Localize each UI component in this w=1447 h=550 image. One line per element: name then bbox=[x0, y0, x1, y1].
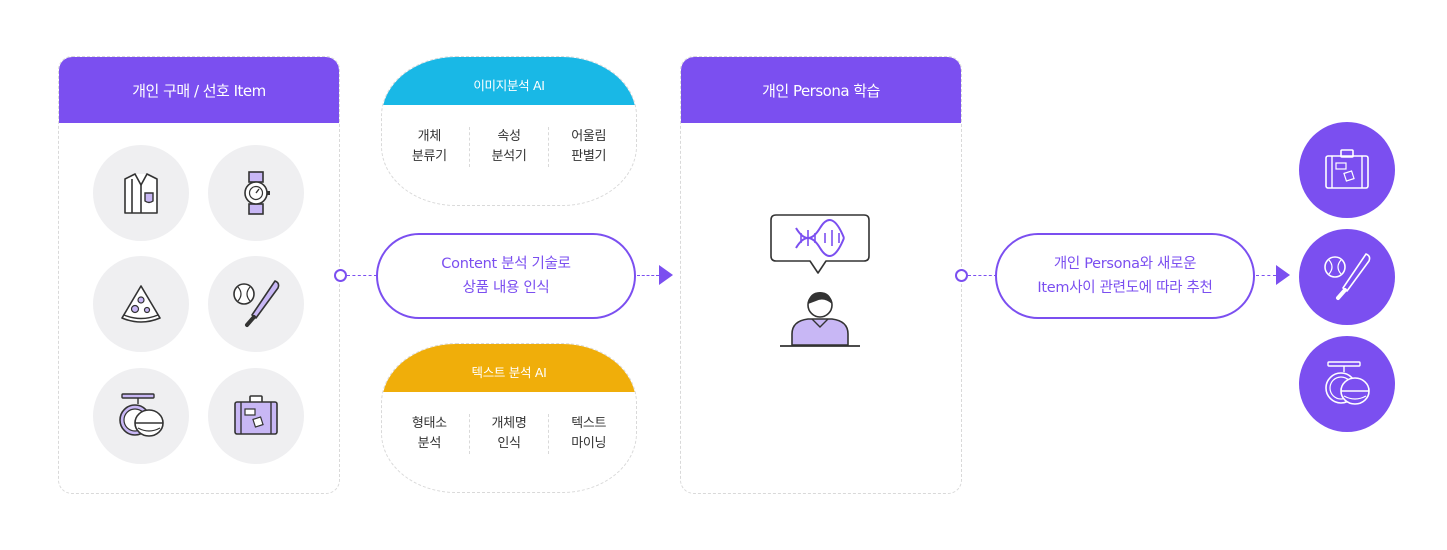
compact-icon bbox=[119, 393, 164, 437]
watch-icon bbox=[244, 171, 270, 215]
connector-line-1 bbox=[347, 275, 377, 276]
connector-line-4 bbox=[1256, 275, 1276, 276]
recommend-pill-line1: 개인 Persona와 새로운 bbox=[1053, 256, 1197, 272]
image-ai-items: 개체 분류기 속성 분석기 어울림 판별기 bbox=[390, 125, 628, 169]
result-baseball-circle bbox=[1299, 229, 1395, 325]
ai-item-line: 마이닝 bbox=[571, 436, 607, 451]
persona-panel-title: 개인 Persona 학습 bbox=[762, 81, 880, 100]
arrow-right-icon bbox=[1276, 265, 1290, 285]
ai-item-line: 분석 bbox=[417, 436, 442, 451]
items-panel-header: 개인 구매 / 선호 Item bbox=[59, 57, 339, 123]
ai-item-line: 개체명 bbox=[491, 416, 527, 431]
connector-node-1 bbox=[334, 269, 347, 282]
baseball-icon bbox=[233, 280, 280, 327]
connector-node-2 bbox=[955, 269, 968, 282]
ai-item-line: 속성 bbox=[497, 129, 521, 144]
image-ai-item: 어울림 판별기 bbox=[549, 127, 628, 167]
content-pill-line1: Content 분석 기술로 bbox=[441, 256, 571, 272]
persona-panel-header: 개인 Persona 학습 bbox=[681, 57, 961, 123]
connector-line-3 bbox=[968, 275, 997, 276]
dna-speech-icon bbox=[770, 214, 870, 274]
image-ai-header: 이미지분석 AI bbox=[382, 57, 636, 105]
suitcase-icon bbox=[1325, 149, 1369, 189]
ai-item-line: 어울림 bbox=[571, 129, 607, 144]
ai-item-line: 분류기 bbox=[411, 149, 447, 164]
text-ai-title: 텍스트 분석 AI bbox=[471, 365, 547, 380]
arrow-right-icon bbox=[659, 265, 673, 285]
text-ai-module: 텍스트 분석 AI 형태소 분석 개체명 인식 텍스트 마이닝 bbox=[381, 343, 637, 493]
text-ai-item: 텍스트 마이닝 bbox=[549, 414, 628, 454]
image-ai-item: 개체 분류기 bbox=[390, 127, 469, 167]
image-ai-module: 이미지분석 AI 개체 분류기 속성 분석기 어울림 판별기 bbox=[381, 56, 637, 206]
image-ai-title: 이미지분석 AI bbox=[473, 78, 545, 93]
ai-divider bbox=[468, 414, 470, 454]
watch-icon-circle bbox=[208, 145, 304, 241]
text-ai-item: 개체명 인식 bbox=[470, 414, 549, 454]
content-analysis-pill: Content 분석 기술로 상품 내용 인식 bbox=[376, 233, 636, 319]
shirt-icon-circle bbox=[93, 145, 189, 241]
compact-icon bbox=[1325, 361, 1370, 405]
ai-item-line: 텍스트 bbox=[571, 416, 607, 431]
ai-divider bbox=[468, 127, 470, 167]
ai-item-line: 분석기 bbox=[491, 149, 527, 164]
ai-item-line: 인식 bbox=[497, 436, 521, 451]
connector-line-2 bbox=[637, 275, 659, 276]
shirt-icon bbox=[124, 173, 158, 214]
result-compact-circle bbox=[1299, 336, 1395, 432]
text-ai-item: 형태소 분석 bbox=[390, 414, 469, 454]
ai-divider bbox=[548, 414, 550, 454]
compact-icon-circle bbox=[93, 368, 189, 464]
suitcase-icon-circle bbox=[208, 368, 304, 464]
baseball-icon bbox=[1324, 253, 1371, 300]
image-ai-item: 속성 분석기 bbox=[470, 127, 549, 167]
items-panel-title: 개인 구매 / 선호 Item bbox=[132, 81, 266, 100]
baseball-icon-circle bbox=[208, 256, 304, 352]
recommend-pill-line2: Item사이 관련도에 따라 추천 bbox=[1037, 280, 1213, 296]
person-icon bbox=[780, 292, 860, 347]
suitcase-icon bbox=[234, 395, 278, 435]
ai-item-line: 형태소 bbox=[411, 416, 447, 431]
pizza-icon bbox=[121, 285, 161, 323]
text-ai-header: 텍스트 분석 AI bbox=[382, 344, 636, 392]
ai-item-line: 개체 bbox=[417, 129, 442, 144]
content-pill-line2: 상품 내용 인식 bbox=[462, 280, 550, 296]
result-suitcase-circle bbox=[1299, 122, 1395, 218]
recommendation-pill: 개인 Persona와 새로운 Item사이 관련도에 따라 추천 bbox=[995, 233, 1255, 319]
ai-item-line: 판별기 bbox=[571, 149, 607, 164]
text-ai-items: 형태소 분석 개체명 인식 텍스트 마이닝 bbox=[390, 412, 628, 456]
pizza-icon-circle bbox=[93, 256, 189, 352]
persona-panel: 개인 Persona 학습 bbox=[680, 56, 962, 494]
ai-divider bbox=[548, 127, 550, 167]
